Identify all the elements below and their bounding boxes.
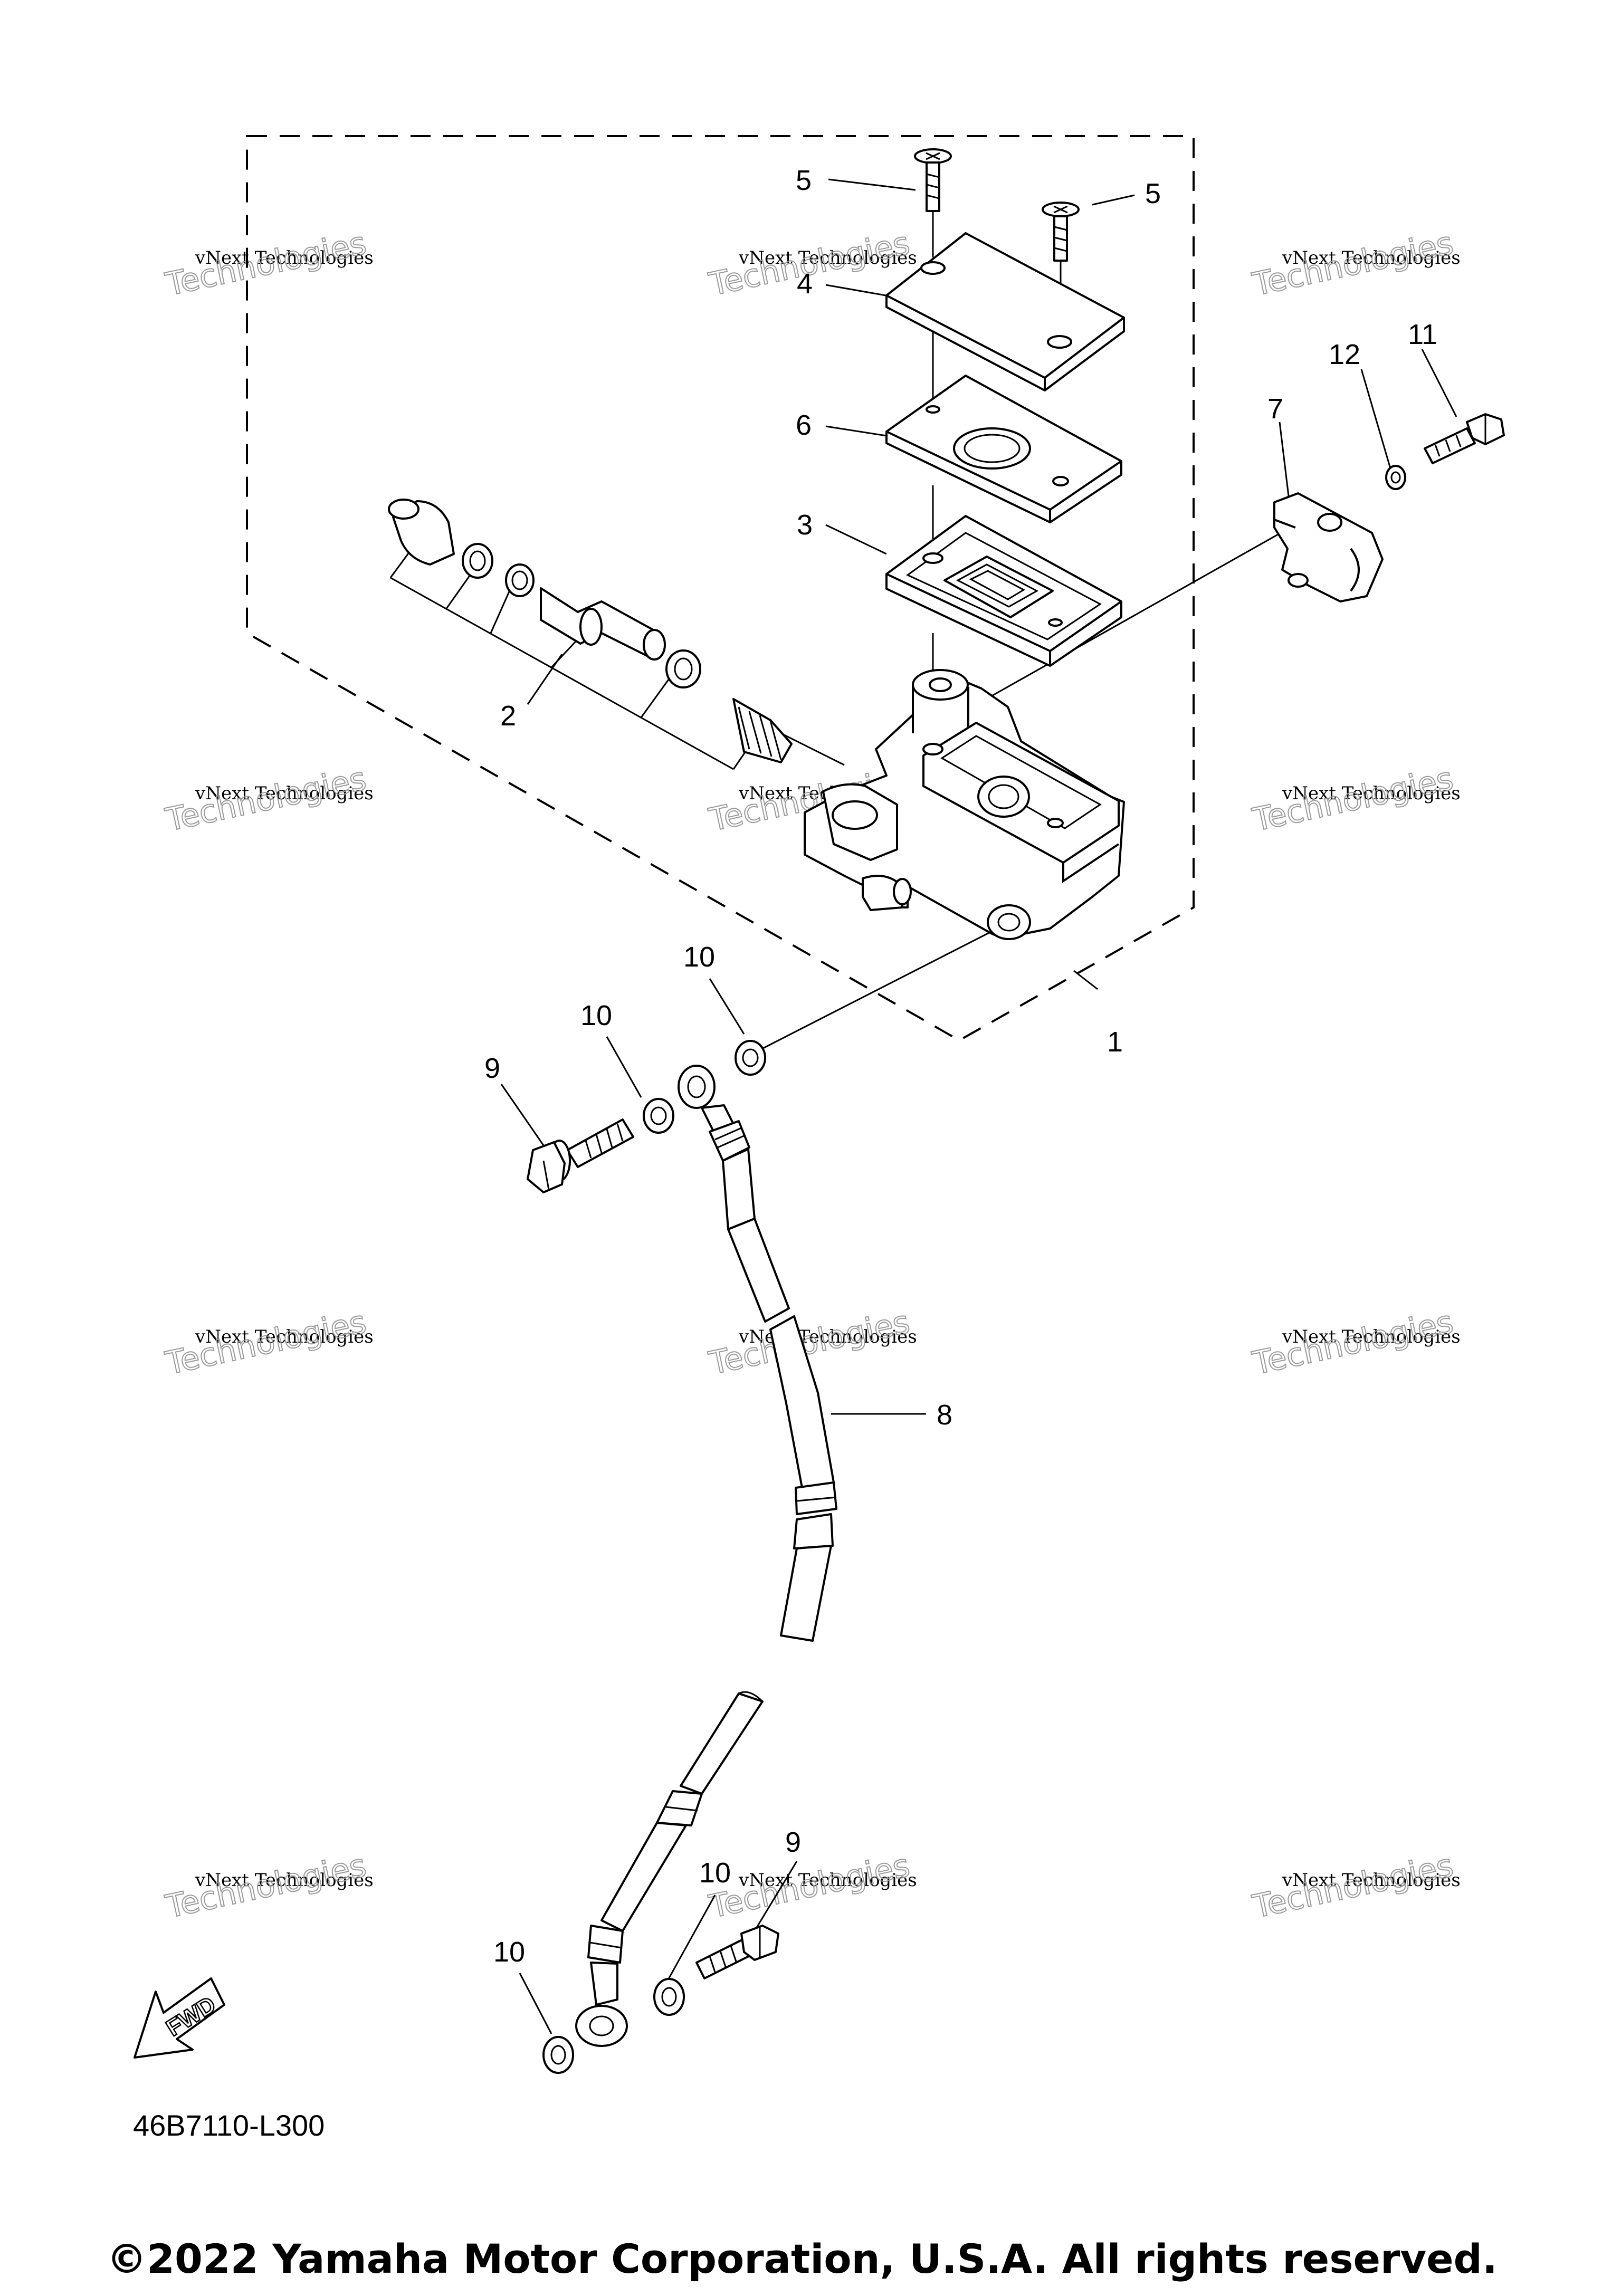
watermark-text: vNext Technologies — [195, 247, 374, 269]
callout-9-lower: 9 — [785, 1826, 801, 1858]
watermark: vNext Technologies Technologies — [1249, 760, 1461, 839]
watermarks: vNext Technologies Technologies vNext Te… — [162, 224, 1461, 1926]
copyright-notice: ©2022 Yamaha Motor Corporation, U.S.A. A… — [107, 2235, 1498, 2282]
leader-line — [1073, 970, 1098, 990]
watermark: vNext Technologies Technologies — [162, 760, 374, 839]
screw-5-right — [1042, 202, 1080, 262]
leader-bracket — [390, 577, 734, 770]
watermark-text: vNext Technologies — [1282, 783, 1461, 804]
leader-line — [754, 1861, 798, 1931]
callout-7: 7 — [1267, 393, 1283, 425]
leader-line — [490, 585, 513, 634]
leader-line — [1092, 194, 1135, 206]
watermark-text: vNext Technologies — [195, 783, 374, 804]
callout-4: 4 — [797, 268, 813, 300]
callout-8: 8 — [937, 1399, 952, 1431]
master-cylinder-body — [804, 669, 1125, 940]
watermark-text: vNext Technologies — [195, 1870, 374, 1891]
leader-line — [709, 978, 745, 1035]
guide-line — [981, 527, 1291, 703]
watermark-text: Technologies — [706, 1847, 913, 1926]
watermark-text: vNext Technologies — [1282, 1870, 1461, 1891]
washer-10-upper-a — [643, 1098, 674, 1134]
callout-6: 6 — [796, 409, 812, 441]
union-bolt-9-upper — [527, 1118, 634, 1193]
washer-10-upper-b — [735, 1040, 766, 1076]
callout-9-upper: 9 — [484, 1053, 500, 1084]
screw-5-left — [914, 148, 952, 212]
leader-line — [825, 524, 887, 555]
diaphragm-plate — [885, 375, 1122, 523]
callouts: 1 2 3 4 5 5 6 7 8 9 9 10 10 10 10 11 12 — [484, 165, 1437, 1968]
diagram-code: 46B7110-L300 — [133, 2109, 325, 2142]
watermark-text: vNext Technologies — [738, 1870, 917, 1891]
watermark-text: Technologies — [163, 1847, 370, 1926]
leader-line — [1360, 369, 1391, 469]
watermark-text: Technologies — [1250, 225, 1457, 303]
watermark-text: Technologies — [1250, 760, 1457, 839]
watermark-text: Technologies — [163, 760, 370, 839]
watermark-text: Technologies — [1250, 1847, 1457, 1926]
washer-10-lower-b — [653, 1978, 685, 2016]
callout-10-b: 10 — [580, 1000, 612, 1031]
leader-line — [1421, 349, 1457, 417]
callout-10-d: 10 — [493, 1936, 525, 1968]
leader-line — [527, 654, 563, 705]
brake-hose — [575, 1065, 837, 2047]
bolt-11 — [1424, 413, 1505, 464]
watermark-text: vNext Technologies — [195, 1326, 374, 1347]
leader-line — [828, 178, 916, 191]
watermark-text: vNext Technologies — [738, 1326, 917, 1347]
watermark-text: vNext Technologies — [1282, 1326, 1461, 1347]
leader-line — [1279, 422, 1291, 510]
washer-10-lower-a — [542, 2036, 574, 2074]
watermark: vNext Technologies Technologies — [1249, 224, 1461, 304]
watermark-text: vNext Technologies — [738, 247, 917, 269]
leader-line — [665, 1895, 716, 1984]
leader-line — [606, 1036, 642, 1098]
watermark: vNext Technologies Technologies — [162, 1303, 374, 1383]
callout-10-a: 10 — [683, 941, 715, 973]
holder — [1273, 492, 1384, 602]
assembly-boundary — [246, 135, 1195, 1042]
watermark: vNext Technologies Technologies — [162, 224, 374, 304]
callout-12: 12 — [1329, 339, 1360, 370]
watermark-text: Technologies — [163, 225, 370, 303]
guide-line — [759, 925, 1003, 1051]
watermark: vNext Technologies Technologies — [1249, 1847, 1461, 1926]
fwd-arrow-icon: FWD — [134, 1977, 225, 2059]
callout-11: 11 — [1408, 319, 1437, 350]
leader-line — [825, 284, 892, 298]
callout-3: 3 — [797, 509, 813, 541]
leader-line — [519, 1973, 552, 2034]
callout-5-right: 5 — [1145, 178, 1161, 209]
watermark: vNext Technologies Technologies — [705, 1847, 917, 1926]
callout-10-c: 10 — [699, 1857, 731, 1889]
diaphragm — [885, 515, 1122, 667]
guide-line — [780, 732, 845, 766]
watermark: vNext Technologies Technologies — [162, 1847, 374, 1926]
washer-12 — [1385, 465, 1406, 490]
watermark: vNext Technologies Technologies — [1249, 1303, 1461, 1383]
watermark-text: vNext Technologies — [1282, 247, 1461, 269]
callout-5-left: 5 — [796, 165, 812, 196]
leader-line — [825, 425, 887, 437]
piston-kit — [388, 499, 793, 763]
reservoir-cap — [885, 232, 1125, 391]
callout-2: 2 — [500, 700, 516, 732]
watermark-text: Technologies — [163, 1304, 370, 1382]
callout-1: 1 — [1107, 1026, 1123, 1058]
union-bolt-9-lower — [695, 1925, 779, 1979]
watermark-text: Technologies — [1250, 1304, 1457, 1382]
